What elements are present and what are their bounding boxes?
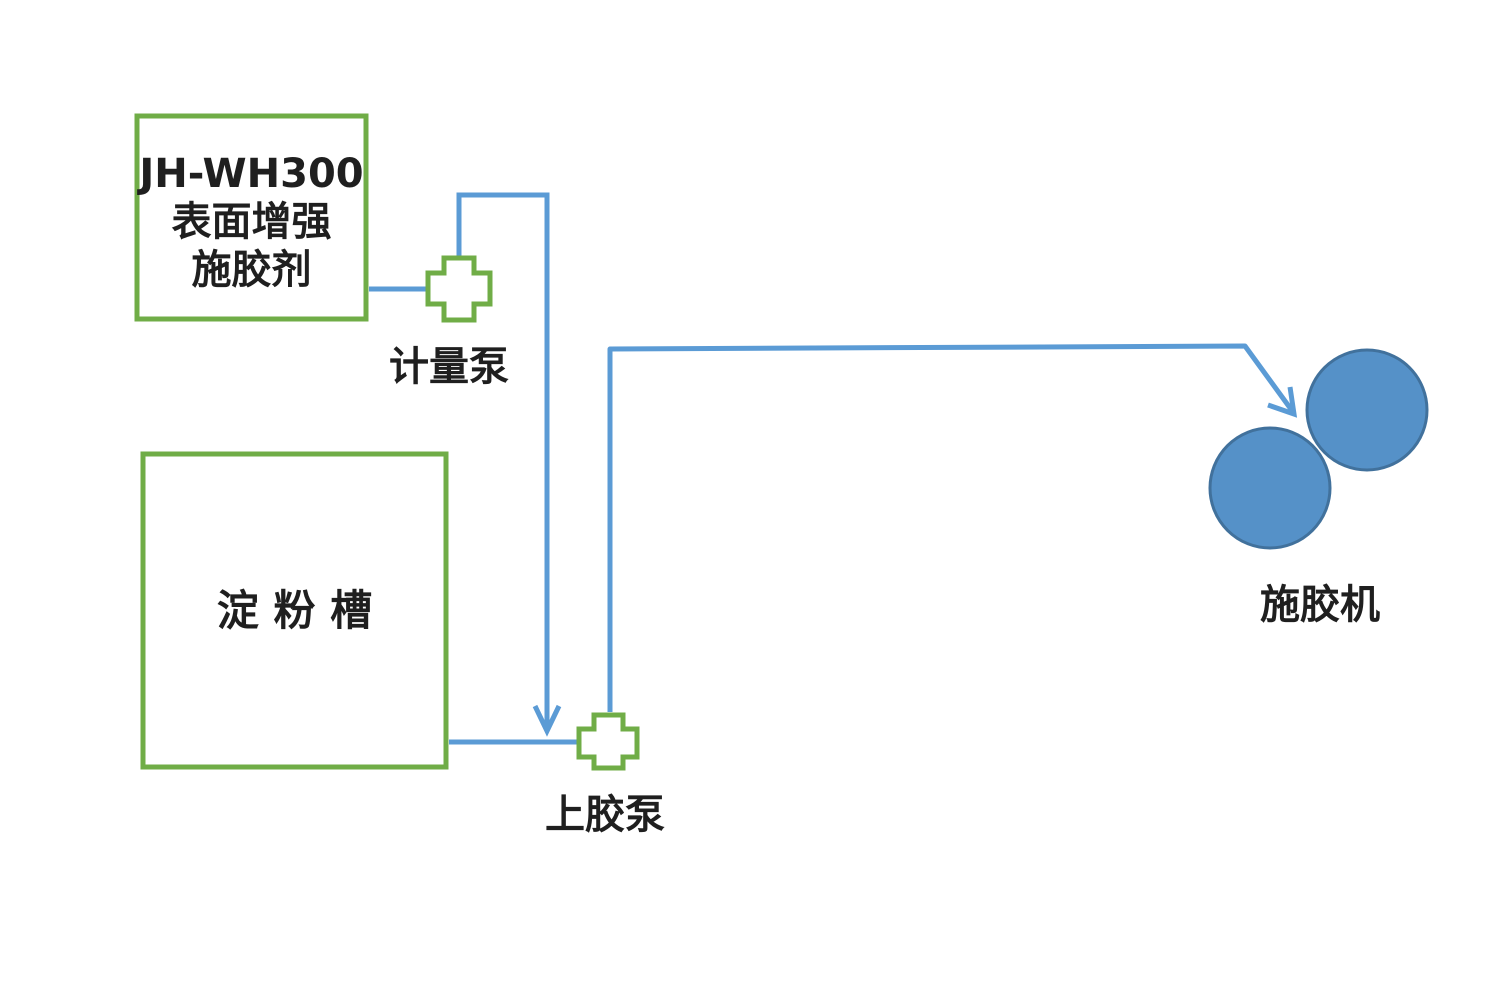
starch-tank-label: 淀 粉 槽 <box>216 586 373 635</box>
sizing-pump-cross-icon <box>576 712 640 771</box>
arrowhead-to-machine <box>1267 386 1298 418</box>
sizing-pump-label: 上胶泵 <box>545 792 665 838</box>
pipe-metering-pump-to-sizing-pump <box>456 192 550 728</box>
lower-roller-icon <box>1208 426 1332 550</box>
upper-roller-icon <box>1305 348 1429 472</box>
pipe-sizing-pump-to-machine <box>607 343 1296 712</box>
agent-tank-label: JH-WH300 表面增强 施胶剂 <box>137 150 366 294</box>
starch-tank-box <box>140 451 449 770</box>
arrowhead-down <box>532 704 562 737</box>
metering-pump-label: 计量泵 <box>389 344 509 390</box>
agent-tank-line3: 施胶剂 <box>191 247 312 293</box>
sizing-machine-label: 施胶机 <box>1260 582 1380 628</box>
agent-tank-line1: JH-WH300 <box>139 151 364 197</box>
agent-tank-box <box>134 113 369 322</box>
metering-pump-cross-icon <box>425 255 493 323</box>
agent-tank-line2: 表面增强 <box>171 199 332 245</box>
